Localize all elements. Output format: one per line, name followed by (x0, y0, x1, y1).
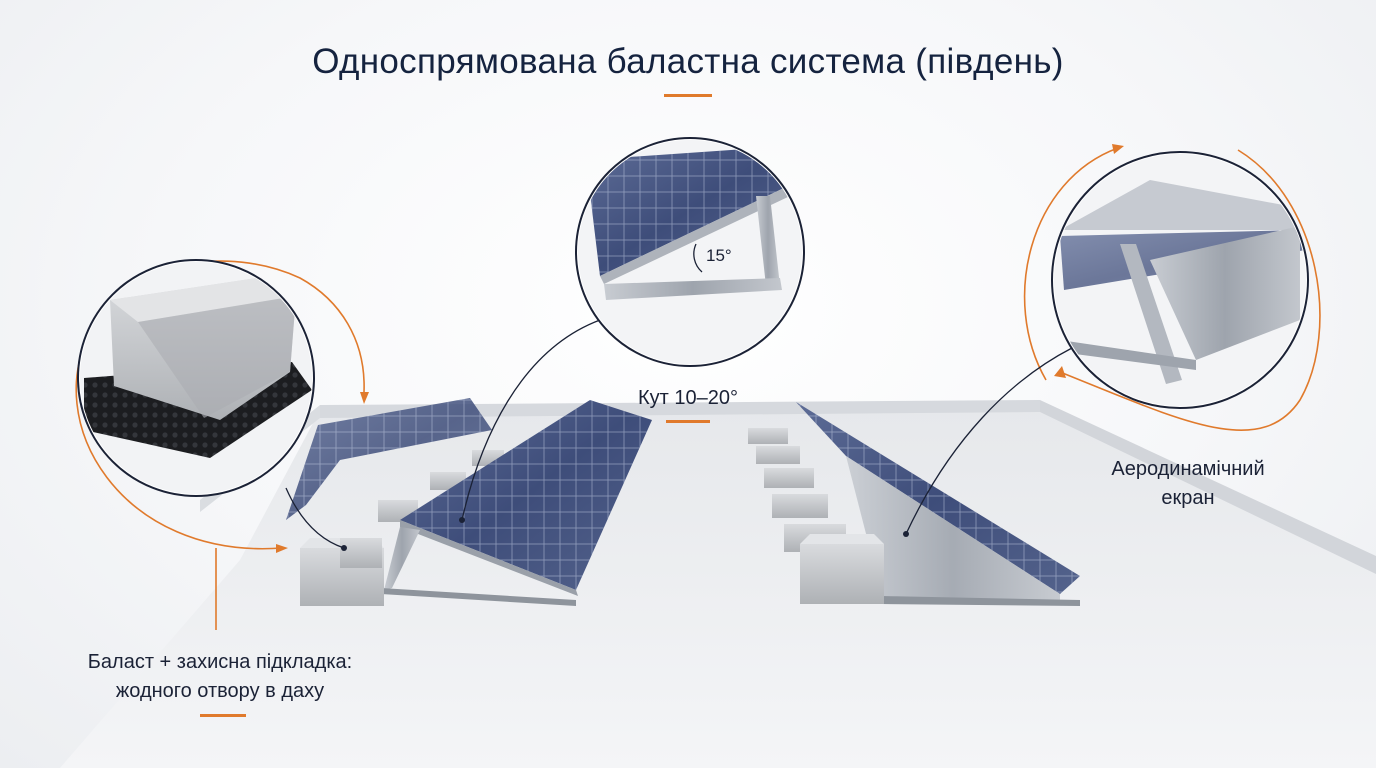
ballast-label-line1: Баласт + захисна підкладка: (87, 651, 353, 673)
title-underline (664, 94, 712, 97)
angle-label-underline (666, 420, 710, 423)
ballast-block-detail (77, 259, 315, 497)
angle-label-text: Кут 10–20° (638, 387, 738, 409)
aero-label-line2: екран (1161, 487, 1215, 509)
detail-angle-label: 15° (706, 246, 732, 265)
leader-lines (285, 319, 1073, 549)
panel-row-center (300, 400, 652, 606)
wind-deflector-detail (1051, 151, 1309, 409)
leader-dot-center (459, 517, 465, 523)
leader-dot-ballast (341, 545, 347, 551)
ballast-label: Баласт + захисна підкладка: жодного отво… (20, 648, 420, 706)
aero-screen-label: Аеродинамічний екран (1066, 455, 1310, 513)
aero-label-line1: Аеродинамічний (1111, 458, 1265, 480)
ballast-label-line2: жодного отвору в даху (115, 680, 325, 702)
arrowheads (276, 144, 1124, 553)
tilt-angle-detail (575, 137, 805, 367)
ballast-label-underline (200, 714, 246, 717)
angle-label: Кут 10–20° (598, 384, 778, 413)
leader-dot-aero (903, 531, 909, 537)
panel-row-right (748, 402, 1080, 606)
page-title: Односпрямована баластна система (південь… (312, 42, 1064, 81)
